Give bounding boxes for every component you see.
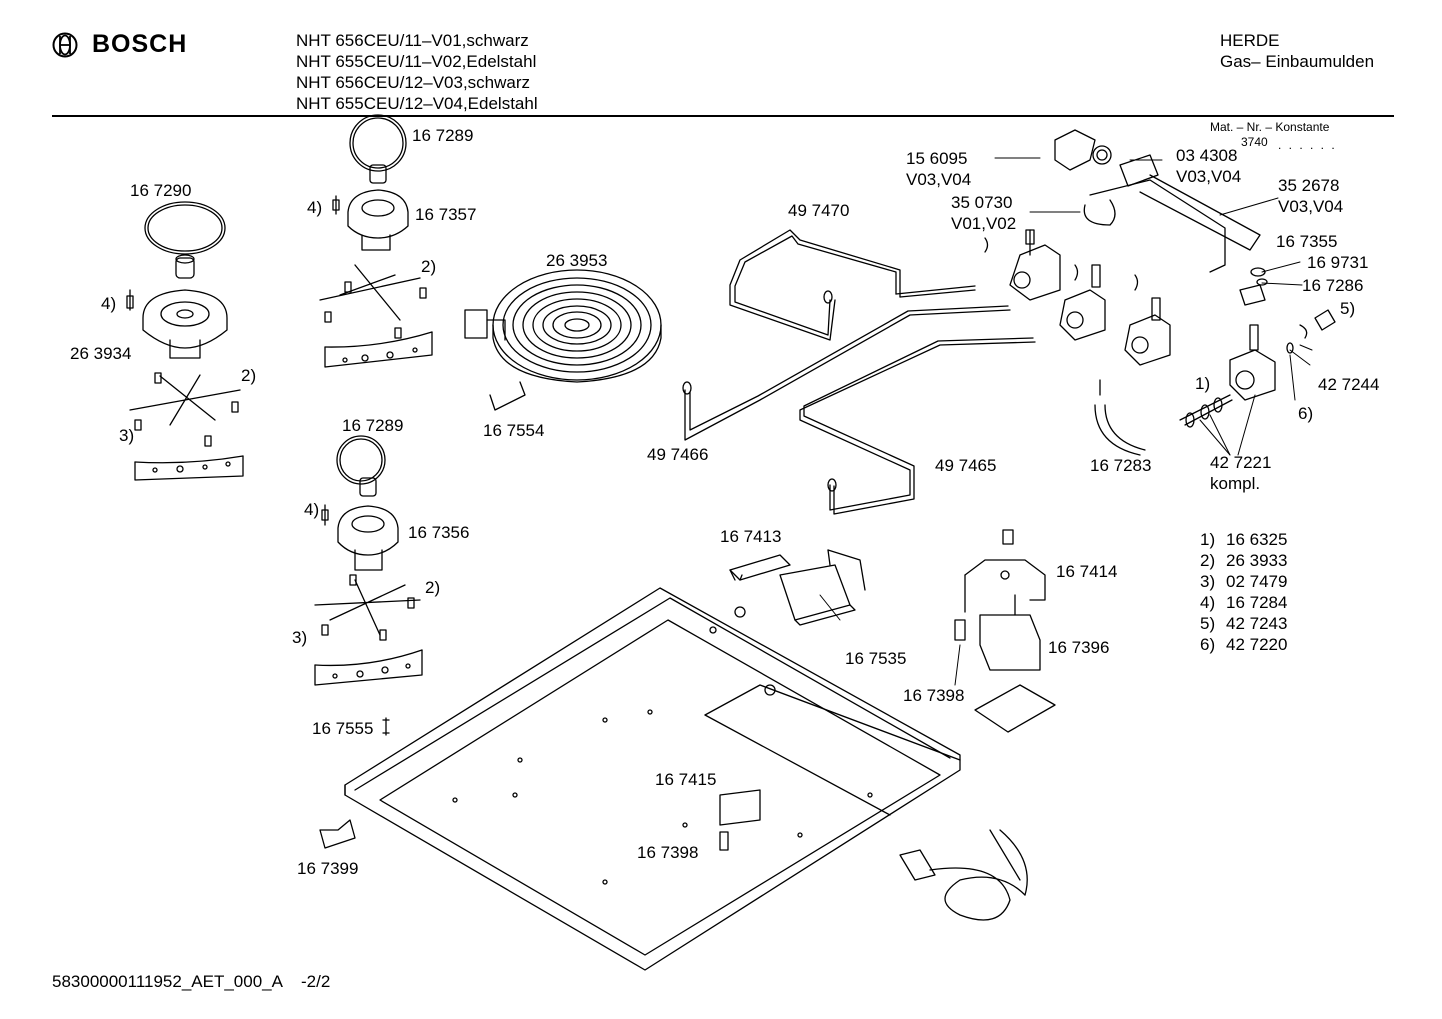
part-label: 16 7286 (1302, 276, 1364, 295)
part-label: 16 7398 (637, 843, 699, 862)
category-line-1: HERDE (1220, 31, 1280, 50)
legend-value: 16 6325 (1226, 530, 1288, 549)
part-label: 16 7398 (903, 686, 965, 705)
small-parts-left (319, 381, 526, 849)
legend-key: 4) (1200, 593, 1216, 612)
mat-nr-value: 3740 (1241, 135, 1268, 149)
model-line: NHT 655CEU/12–V04,Edelstahl (296, 94, 538, 113)
part-label: 16 7399 (297, 859, 359, 878)
burner-assembly-lower (314, 435, 423, 686)
document-id: 58300000111952_AET_000_A (52, 972, 283, 991)
part-label: 16 7413 (720, 527, 782, 546)
legend-value: 42 7220 (1226, 635, 1288, 654)
part-label: 16 7415 (655, 770, 717, 789)
gas-pipes (682, 229, 1036, 515)
part-label: 35 2678 (1278, 176, 1340, 195)
legend-row: 6) 42 7220 (1200, 634, 1287, 655)
part-label: 16 7290 (130, 181, 192, 200)
model-line: NHT 656CEU/12–V03,schwarz (296, 73, 531, 92)
burner-assembly-upper (319, 114, 433, 368)
part-label: 26 3934 (70, 344, 132, 363)
callout-marker: 2) (421, 257, 437, 276)
callout-marker: 3) (119, 426, 135, 445)
part-label: 16 9731 (1307, 253, 1369, 272)
part-label: 16 7356 (408, 523, 470, 542)
part-label: 16 7554 (483, 421, 545, 440)
parts-legend: 1)16 6325 2)26 3933 3)02 7479 4)16 7284 … (1200, 529, 1287, 655)
part-label: 16 7283 (1090, 456, 1152, 475)
model-line: NHT 655CEU/11–V02,Edelstahl (296, 52, 537, 71)
page-number: -2/2 (300, 972, 331, 991)
model-list: NHT 656CEU/11–V01,schwarz NHT 655CEU/11–… (296, 30, 538, 114)
legend-row: 4) 16 7284 (1200, 592, 1287, 613)
part-label: 16 7289 (412, 126, 474, 145)
model-line: NHT 656CEU/11–V01,schwarz (296, 31, 529, 50)
gas-valves-manifold (984, 129, 1336, 456)
part-label: 26 3953 (546, 251, 608, 270)
legend-row: 3) 02 7479 (1200, 571, 1287, 592)
callout-marker: 2) (241, 366, 257, 385)
part-label: 16 7396 (1048, 638, 1110, 657)
control-electronics (719, 529, 1056, 851)
part-label: 16 7357 (415, 205, 477, 224)
mat-nr-dots: . . . . . . (1278, 138, 1337, 152)
variant-label: V01,V02 (951, 214, 1017, 233)
legend-key: 1) (1200, 530, 1216, 549)
legend-value: 42 7243 (1226, 614, 1288, 633)
legend-key: 5) (1200, 614, 1216, 633)
part-label: 35 0730 (951, 193, 1013, 212)
part-note: kompl. (1210, 474, 1261, 493)
callout-marker: 4) (304, 500, 320, 519)
part-label: 49 7470 (788, 201, 850, 220)
header-rule (52, 115, 1394, 117)
leader-lines (819, 157, 1313, 686)
part-label: 42 7244 (1318, 375, 1380, 394)
hob-frame (344, 587, 961, 971)
power-cord (899, 829, 1028, 921)
category-line-2: Gas– Einbaumulden (1220, 52, 1375, 71)
bosch-logo: BOSCH (52, 30, 187, 59)
legend-row: 1) 16 6325 (1200, 529, 1287, 550)
part-label: 16 7355 (1276, 232, 1338, 251)
part-label: 16 7555 (312, 719, 374, 738)
part-label: 15 6095 (906, 149, 968, 168)
legend-value: 02 7479 (1226, 572, 1288, 591)
part-label: 49 7465 (935, 456, 997, 475)
bosch-armature-icon (52, 32, 78, 57)
variant-label: V03,V04 (1176, 167, 1242, 186)
legend-row: 2) 26 3933 (1200, 550, 1287, 571)
part-label: 16 7289 (342, 416, 404, 435)
legend-row: 5) 42 7243 (1200, 613, 1287, 634)
mat-nr-label: Mat. – Nr. – Konstante (1210, 120, 1330, 134)
legend-key: 6) (1200, 635, 1216, 654)
variant-label: V03,V04 (1278, 197, 1344, 216)
legend-value: 26 3933 (1226, 551, 1288, 570)
callout-marker: 5) (1340, 299, 1356, 318)
callout-marker: 2) (425, 578, 441, 597)
callout-marker: 4) (307, 198, 323, 217)
legend-value: 16 7284 (1226, 593, 1288, 612)
document-footer: 58300000111952_AET_000_A -2/2 (52, 972, 330, 992)
part-label: 16 7414 (1056, 562, 1118, 581)
part-label: 03 4308 (1176, 146, 1238, 165)
callout-marker: 6) (1298, 404, 1314, 423)
part-label: 49 7466 (647, 445, 709, 464)
variant-label: V03,V04 (906, 170, 972, 189)
legend-key: 2) (1200, 551, 1216, 570)
part-label: 42 7221 (1210, 453, 1272, 472)
radiant-heater (464, 269, 662, 383)
callout-marker: 4) (101, 294, 117, 313)
callout-marker: 3) (292, 628, 308, 647)
part-label: 16 7535 (845, 649, 907, 668)
legend-key: 3) (1200, 572, 1216, 591)
callout-marker: 1) (1195, 374, 1211, 393)
brand-name: BOSCH (92, 30, 188, 58)
product-category: HERDE Gas– Einbaumulden (1220, 30, 1374, 72)
burner-assembly-left (126, 201, 244, 481)
